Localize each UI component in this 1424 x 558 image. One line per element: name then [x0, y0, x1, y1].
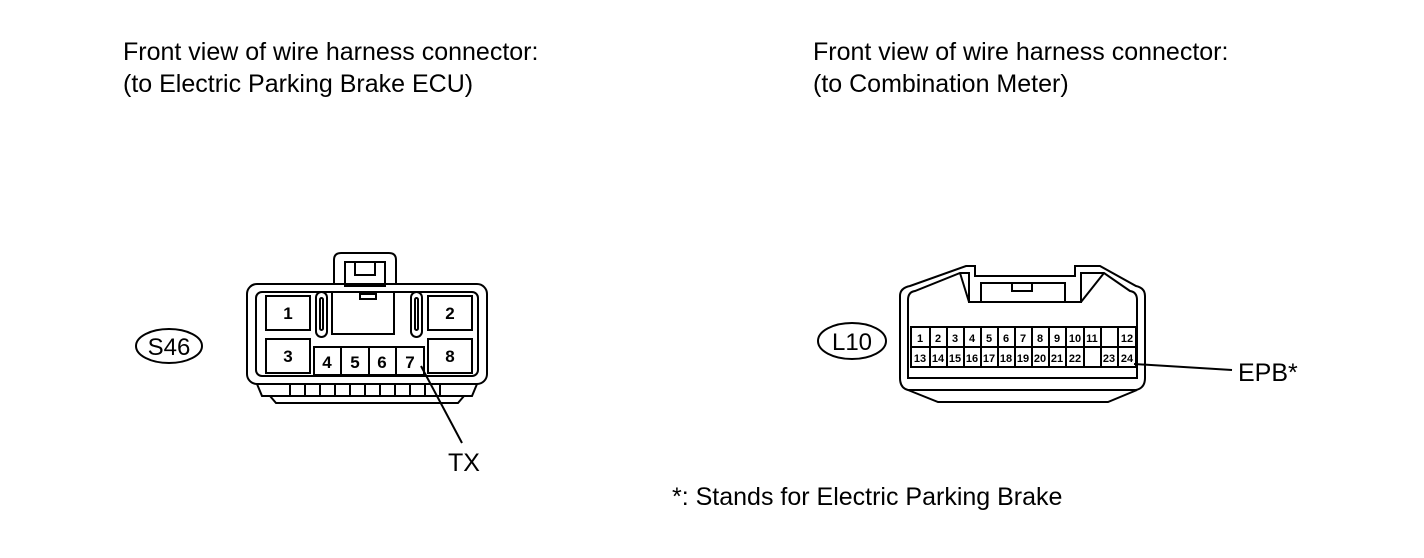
s46-pin-2-label: 2	[445, 304, 454, 323]
l10-pin-18-label: 18	[1000, 353, 1012, 365]
l10-pin-9-label: 9	[1054, 333, 1060, 345]
s46-pin-8-cell	[427, 338, 473, 374]
l10-outer-body	[899, 265, 1146, 391]
l10-pin-17-label: 17	[983, 353, 995, 365]
epb-callout-label: EPB*	[1238, 359, 1298, 387]
s46-pin-4-label: 4	[322, 353, 332, 372]
l10-pin-19-label: 19	[1017, 353, 1029, 365]
s46-pin-2-cell	[427, 295, 473, 331]
s46-pin-7-label: 7	[405, 353, 414, 372]
l10-pin-8-label: 8	[1037, 333, 1043, 345]
l10-pin-11-label: 11	[1086, 333, 1098, 345]
left-connector-caption: Front view of wire harness connector: (t…	[123, 36, 538, 100]
s46-code-badge	[135, 328, 203, 364]
l10-pin-21-label: 21	[1051, 353, 1063, 365]
tx-leader-line	[420, 365, 463, 444]
l10-pin-10-label: 10	[1069, 333, 1081, 345]
s46-pin-3-cell	[265, 338, 311, 374]
l10-pin-15-label: 15	[949, 353, 961, 365]
l10-pin-dividers	[929, 327, 1119, 367]
s46-outer-body	[246, 283, 488, 385]
epb-leader-line	[1133, 363, 1233, 371]
l10-pin-5-label: 5	[986, 333, 992, 345]
s46-pin-8-label: 8	[445, 347, 454, 366]
l10-pin-23-label: 23	[1103, 353, 1115, 365]
right-caption-line2: (to Combination Meter)	[813, 70, 1069, 98]
l10-code-label: L10	[832, 329, 872, 356]
s46-pin-1-label: 1	[283, 304, 292, 323]
l10-pin-2-label: 2	[935, 333, 941, 345]
l10-pin-3-label: 3	[952, 333, 958, 345]
left-caption-line1: Front view of wire harness connector:	[123, 38, 539, 66]
l10-pin-6-label: 6	[1003, 333, 1009, 345]
l10-connector: L10 1 2 3	[817, 265, 1298, 403]
s46-pin-1-cell	[265, 295, 311, 331]
l10-pin-14-label: 14	[932, 353, 945, 365]
footnote: *: Stands for Electric Parking Brake	[672, 483, 1063, 511]
l10-pin-20-label: 20	[1034, 353, 1046, 365]
l10-pin-1-label: 1	[917, 333, 923, 345]
l10-pin-4-label: 4	[969, 333, 976, 345]
l10-pin-24-label: 24	[1121, 353, 1134, 365]
s46-lock-tab	[333, 252, 397, 284]
s46-connector: S46	[135, 252, 488, 477]
l10-pin-13-label: 13	[914, 353, 926, 365]
right-connector-caption: Front view of wire harness connector: (t…	[813, 36, 1228, 100]
tx-callout-label: TX	[448, 449, 480, 477]
left-caption-line2: (to Electric Parking Brake ECU)	[123, 70, 474, 98]
l10-pin-16-label: 16	[966, 353, 978, 365]
s46-skirt-ribs	[289, 384, 441, 396]
right-caption-line1: Front view of wire harness connector:	[813, 38, 1229, 66]
l10-pin-22-label: 22	[1069, 353, 1081, 365]
s46-code-label: S46	[148, 334, 191, 361]
s46-pin-5-label: 5	[350, 353, 359, 372]
l10-pin-12-label: 12	[1121, 333, 1133, 345]
l10-pin-7-label: 7	[1020, 333, 1026, 345]
l10-code-badge	[817, 322, 887, 360]
s46-pin-6-label: 6	[377, 353, 386, 372]
s46-pin-3-label: 3	[283, 347, 292, 366]
